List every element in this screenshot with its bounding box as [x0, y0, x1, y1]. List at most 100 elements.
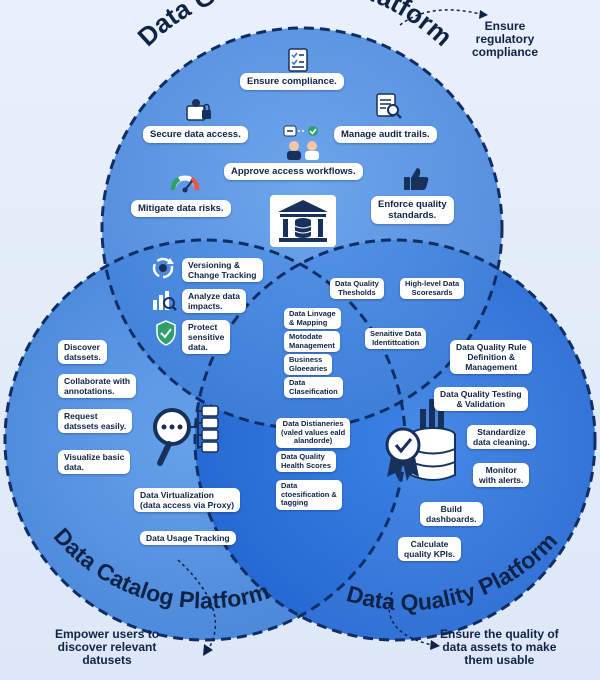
- bottom-right-arrowhead: [430, 640, 440, 650]
- pill-high-level-scorecards: High-level Data Scoresards: [400, 278, 465, 299]
- pill-manage-audit-trails: Manage audit trails.: [334, 126, 437, 143]
- pill-text: Senaitive Data: [370, 329, 422, 338]
- pill-text: (valed values eald: [281, 427, 346, 437]
- pill-text: High-level Data: [405, 279, 460, 288]
- pill-data-virtualization: Data Virtualization (data access via Pro…: [134, 488, 241, 512]
- pill-text: alandorde): [293, 436, 333, 445]
- pill-text: Health Scores: [281, 460, 332, 470]
- pill-data-dictionaries: Data Distianeries (valed values eald ala…: [276, 418, 351, 448]
- note-line: Empower users to: [55, 627, 160, 641]
- note-line: discover relevant: [57, 640, 157, 654]
- pill-text: standards.: [388, 210, 437, 221]
- pill-text: Change Tracking: [188, 270, 257, 280]
- pill-versioning-change-tracking: Versioning & Change Tracking: [182, 258, 263, 282]
- pill-text: Motodate: [289, 332, 323, 341]
- pill-text: Business: [289, 355, 323, 364]
- pill-text: Data Linvage: [289, 309, 336, 318]
- pill-text: Identittcation: [372, 337, 420, 347]
- note-empower-users: Empower users to discover relevant datus…: [55, 628, 159, 667]
- pill-ensure-compliance: Ensure compliance.: [240, 73, 344, 90]
- pill-text: Thesholds: [338, 287, 376, 297]
- pill-build-dashboards: Build dashboards.: [420, 502, 483, 526]
- pill-text: Data Quality: [335, 279, 379, 288]
- pill-text: ctoesification &: [281, 489, 337, 499]
- pill-text: data.: [64, 462, 84, 472]
- note-ensure-quality: Ensure the quality of data assets to mak…: [440, 628, 559, 667]
- pill-text: data cleaning.: [473, 437, 530, 447]
- pill-text: Data: [281, 481, 298, 490]
- pill-text: Claseification: [289, 386, 338, 396]
- risk-gauge-icon: [170, 175, 200, 193]
- database-award-icon: [385, 399, 456, 481]
- search-hierarchy-icon: [153, 405, 219, 466]
- pill-text: Collaborate with: [64, 376, 131, 386]
- pill-text: Versioning &: [188, 260, 240, 270]
- quality-circle-outline: [193, 238, 597, 642]
- bottom-right-connector: [388, 591, 433, 646]
- note-regulatory-compliance: Ensure regulatory compliance: [472, 20, 538, 59]
- pill-data-quality-health-scores: Data Quality Health Scores: [276, 451, 337, 472]
- pill-text: Protect: [188, 322, 218, 332]
- pill-text: (data access via Proxy): [140, 500, 235, 510]
- pill-text: & Mapping: [289, 317, 328, 327]
- pill-text: dashboards.: [426, 514, 477, 524]
- pill-discover-datasets: Discover datssets.: [58, 340, 107, 364]
- pill-data-quality-thresholds: Data Quality Thesholds: [330, 278, 384, 299]
- pill-text: Data Distianeries: [282, 419, 344, 428]
- pill-collaborate-annotations: Collaborate with annotations.: [58, 374, 137, 398]
- pill-text: Data Quality Testing: [440, 389, 522, 399]
- pill-protect-sensitive-data: Protect sensitive data.: [182, 320, 231, 354]
- impact-chart-icon: [153, 291, 177, 311]
- pill-text: Visualize basic: [64, 452, 125, 462]
- pill-text: Data Quality Rule: [456, 342, 527, 352]
- pill-data-usage-tracking: Data Usage Tracking: [140, 531, 236, 545]
- pill-text: Data Quality: [281, 452, 325, 461]
- governance-circle-outline: [100, 26, 504, 430]
- pill-text: datssets.: [64, 352, 101, 362]
- thumbs-up-icon: [404, 168, 429, 190]
- note-line: compliance: [472, 45, 539, 59]
- pill-data-lineage-mapping: Data Linvage & Mapping: [284, 308, 341, 329]
- pill-text: & Validation: [456, 399, 506, 409]
- pill-classification-tagging: Data ctoesification & tagging: [276, 480, 342, 510]
- pill-visualize-basic-data: Visualize basic data.: [58, 450, 131, 474]
- note-line: Ensure the quality of: [440, 627, 559, 641]
- note-line: regulatory: [475, 32, 535, 46]
- pill-text: Gloeearies: [289, 363, 328, 373]
- secure-access-icon: [186, 99, 211, 121]
- pill-text: Standardize: [477, 427, 526, 437]
- note-line: Ensure: [484, 19, 526, 33]
- audit-magnifier-icon: [376, 93, 402, 119]
- pill-text: Definition &: [467, 352, 516, 362]
- bottom-left-arrowhead: [203, 644, 213, 656]
- top-right-connector: [399, 9, 481, 26]
- note-line: datusets: [82, 653, 132, 667]
- pill-text: Enforce quality: [378, 199, 447, 210]
- pill-text: Data: [289, 378, 306, 387]
- pill-text: quality KPIs.: [404, 549, 456, 559]
- institution-database-icon: [270, 195, 336, 247]
- pill-text: tagging: [281, 498, 309, 507]
- note-line: them usable: [464, 653, 535, 667]
- pill-text: Data Usage Tracking: [146, 533, 230, 543]
- pill-text: Scoresards: [411, 287, 453, 297]
- pill-text: Monitor: [485, 465, 517, 475]
- pill-text: Mitigate data risks.: [138, 203, 224, 214]
- pill-monitor-alerts: Monitor with alerts.: [473, 463, 530, 487]
- pill-text: sensitive: [188, 332, 225, 342]
- pill-text: Analyze data: [188, 291, 240, 301]
- note-line: data assets to make: [442, 640, 557, 654]
- pill-analyze-data-impacts: Analyze data impacts.: [182, 289, 246, 313]
- approval-workflow-icon: [283, 125, 319, 160]
- pill-text: with alerts.: [479, 475, 524, 485]
- pill-enforce-quality-standards: Enforce quality standards.: [371, 196, 454, 224]
- pill-text: Manage audit trails.: [341, 129, 430, 140]
- pill-text: Calculate: [410, 539, 449, 549]
- checklist-icon: [288, 48, 308, 72]
- pill-sensitive-data-identification: Senaitive Data Identittcation: [365, 328, 427, 349]
- pill-data-classification: Data Claseification: [284, 377, 343, 398]
- pill-text: data.: [188, 342, 208, 352]
- pill-business-glossaries: Business Gloeearies: [284, 354, 333, 375]
- pill-text: Request: [64, 411, 98, 421]
